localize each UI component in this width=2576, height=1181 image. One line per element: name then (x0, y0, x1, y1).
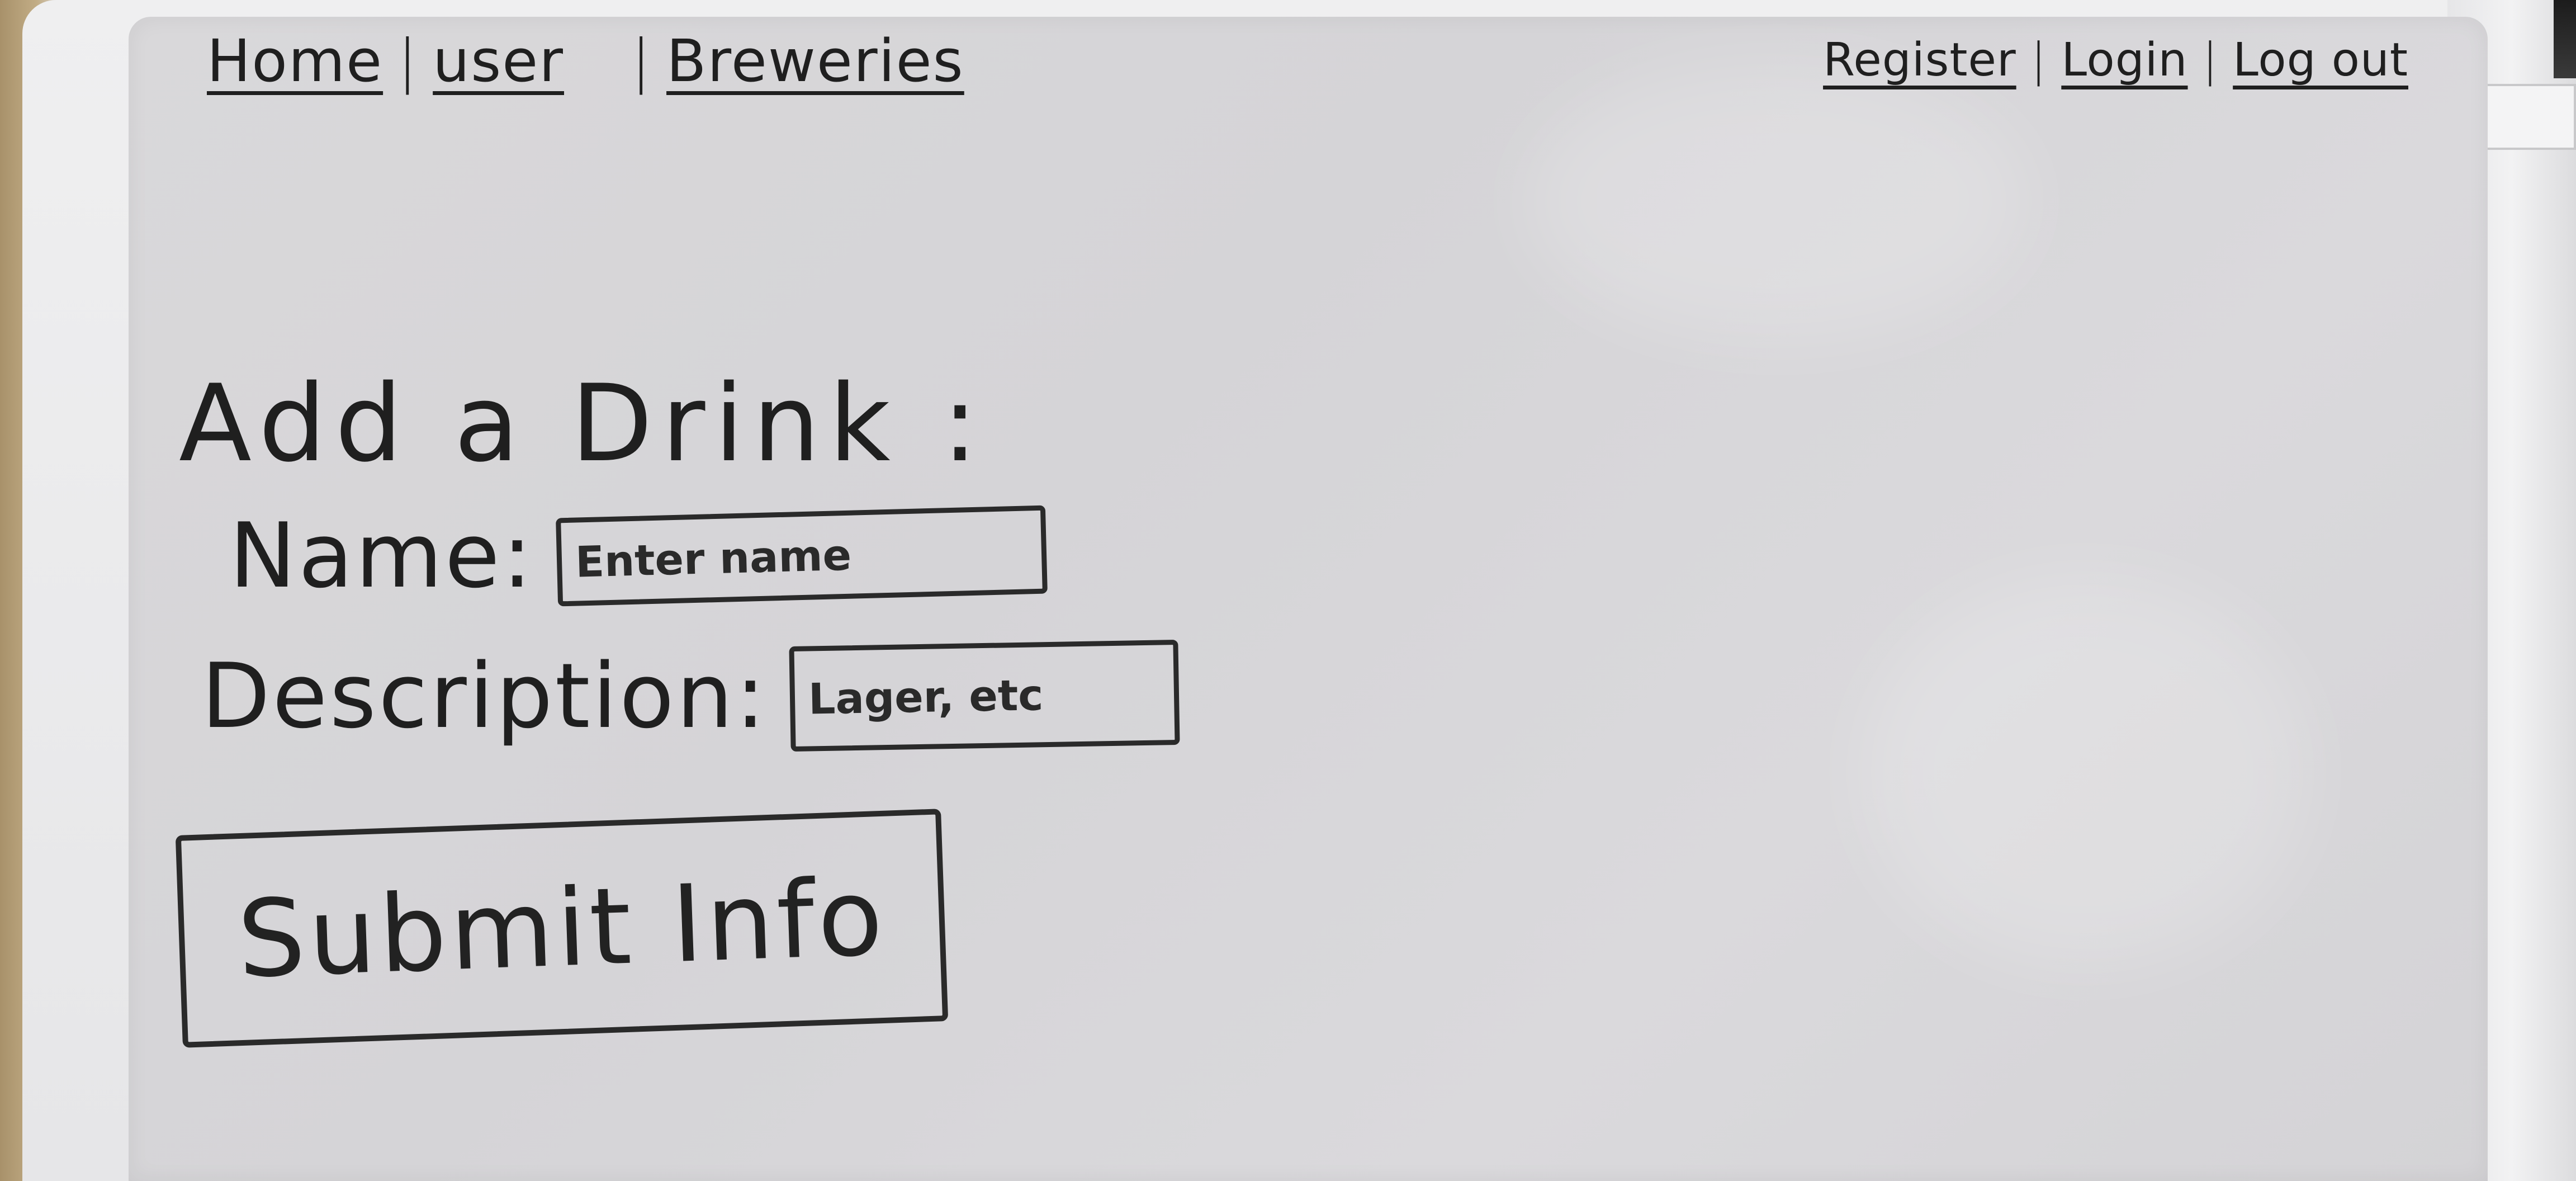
nav-separator: | (631, 27, 652, 95)
nav-link-logout[interactable]: Log out (2233, 34, 2408, 87)
description-row: Description: (201, 639, 1180, 752)
smudge (1526, 62, 2029, 341)
nav-separator: | (397, 27, 419, 95)
name-row: Name: (229, 503, 1048, 608)
nav-link-register[interactable]: Register (1823, 34, 2016, 87)
nav-link-user[interactable]: user (433, 27, 565, 95)
nav-link-home[interactable]: Home (207, 27, 383, 95)
nav-separator: | (2202, 34, 2219, 87)
nav-separator: | (2030, 34, 2047, 87)
description-label: Description: (201, 643, 768, 748)
page-canvas (129, 17, 2488, 1181)
nav-link-login[interactable]: Login (2061, 34, 2188, 87)
smudge (1862, 576, 2309, 967)
page-title: Add a Drink : (179, 362, 987, 486)
account-nav: Register | Login | Log out (1823, 34, 2408, 87)
submit-info-button[interactable]: Submit Info (175, 809, 949, 1048)
name-label: Name: (229, 503, 534, 608)
name-input[interactable] (556, 505, 1048, 606)
primary-nav: Home | user | Breweries (207, 27, 964, 95)
whiteboard-corner-clip (2554, 0, 2576, 78)
nav-link-breweries[interactable]: Breweries (666, 27, 964, 95)
description-input[interactable] (789, 639, 1180, 752)
